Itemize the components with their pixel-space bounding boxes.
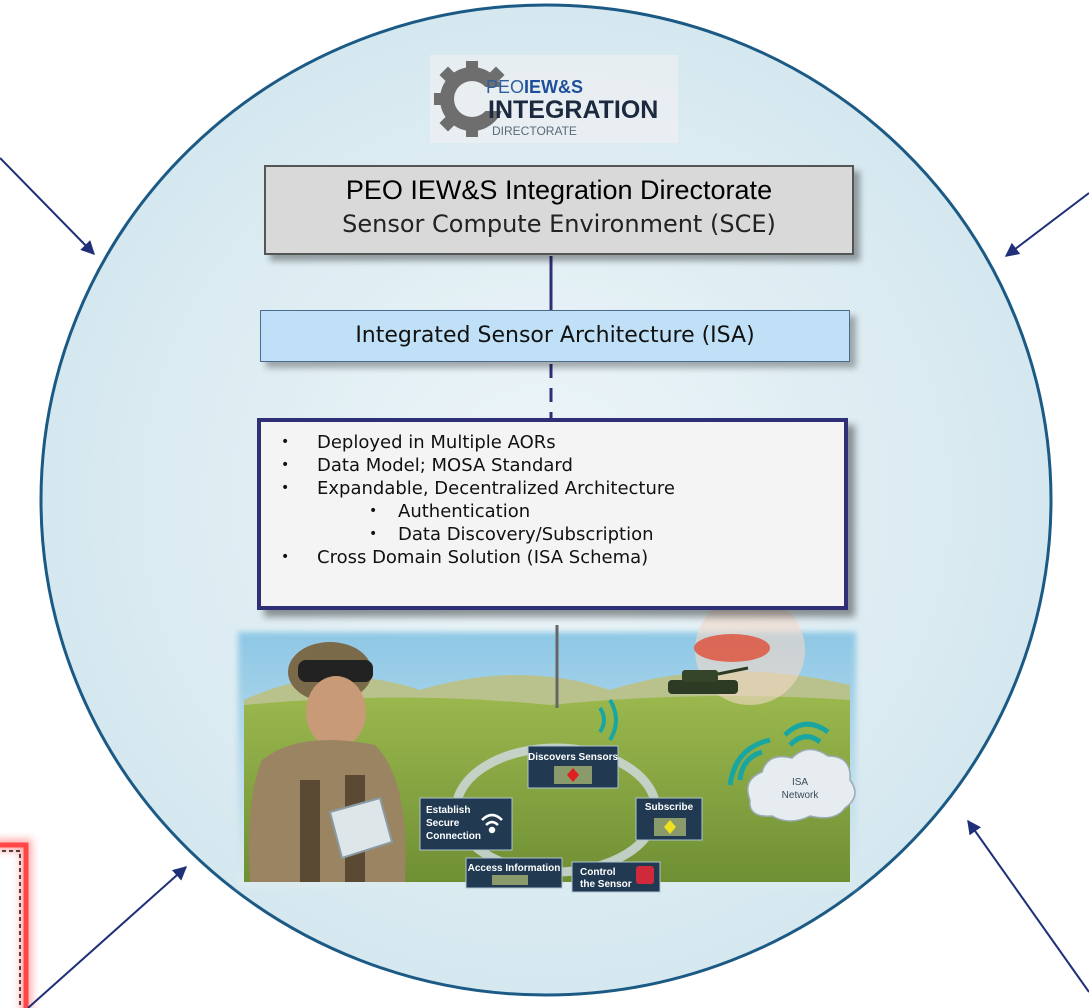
network-label-line1: ISA (792, 777, 808, 788)
arrow-top-left (0, 157, 95, 256)
network-label-line2: Network (782, 790, 820, 801)
list-item: •Data Discovery/Subscription (369, 524, 654, 545)
peo-iews-logo: PEOIEW&S INTEGRATION DIRECTORATE (430, 55, 678, 143)
isa-features-box: •Deployed in Multiple AORs •Data Model; … (257, 418, 848, 610)
list-item: •Cross Domain Solution (ISA Schema) (281, 547, 649, 568)
step-establish-connection: Establish Secure Connection (419, 797, 513, 851)
list-item: •Data Model; MOSA Standard (281, 455, 573, 476)
title-line-2: Sensor Compute Environment (SCE) (342, 210, 776, 238)
svg-text:PEOIEW&S: PEOIEW&S (486, 77, 583, 97)
wifi-icon (481, 813, 503, 834)
step-establish-line3: Connection (426, 831, 481, 842)
bullet-icon: • (369, 503, 378, 519)
step-control-sensor: Control the Sensor (571, 861, 661, 893)
step-subscribe: Subscribe (635, 797, 703, 841)
list-item: •Deployed in Multiple AORs (281, 432, 556, 453)
isa-network-cloud: ISA Network (747, 748, 856, 822)
logo-directorate: DIRECTORATE (492, 124, 577, 138)
features-list: •Deployed in Multiple AORs •Data Model; … (261, 431, 844, 569)
step-establish-line1: Establish (426, 805, 470, 816)
tank-icon (668, 666, 749, 694)
touch-icon (636, 866, 654, 884)
logo-peo: PEO (486, 77, 524, 97)
threat-zone (694, 634, 770, 662)
logo-iews: IEW&S (524, 77, 583, 97)
bullet-icon: • (281, 480, 290, 496)
sce-title-box: PEO IEW&S Integration Directorate Sensor… (264, 165, 854, 255)
isa-illustration: Discovers Sensors Subscribe Establish Se… (238, 595, 856, 893)
arrow-bottom-left (27, 866, 188, 1008)
logo-integration: INTEGRATION (488, 96, 658, 124)
bullet-icon: • (281, 549, 290, 565)
bullet-icon: • (281, 434, 290, 450)
wave-icon (737, 749, 763, 781)
soldier-figure (248, 642, 406, 882)
title-line-1: PEO IEW&S Integration Directorate (345, 175, 773, 205)
step-subscribe-label: Subscribe (645, 802, 694, 813)
tablet (328, 796, 394, 860)
step-discovers-label: Discovers Sensors (528, 752, 618, 763)
bullet-icon: • (281, 457, 290, 473)
arrow-top-right (1004, 192, 1089, 257)
step-control-line2: the Sensor (580, 879, 632, 890)
step-control-line1: Control (580, 867, 616, 878)
isa-box: Integrated Sensor Architecture (ISA) (260, 310, 850, 362)
arrow-bottom-right (967, 819, 1089, 993)
step-access-information: Access Information (465, 857, 563, 889)
isa-label: Integrated Sensor Architecture (ISA) (355, 323, 755, 348)
highlight-box (0, 839, 32, 1008)
step-establish-line2: Secure (426, 818, 460, 829)
list-item: •Expandable, Decentralized Architecture (281, 478, 675, 499)
step-discovers-sensors: Discovers Sensors (527, 745, 619, 789)
bullet-icon: • (369, 526, 378, 542)
list-item: •Authentication (369, 501, 531, 522)
step-access-label: Access Information (468, 863, 561, 874)
